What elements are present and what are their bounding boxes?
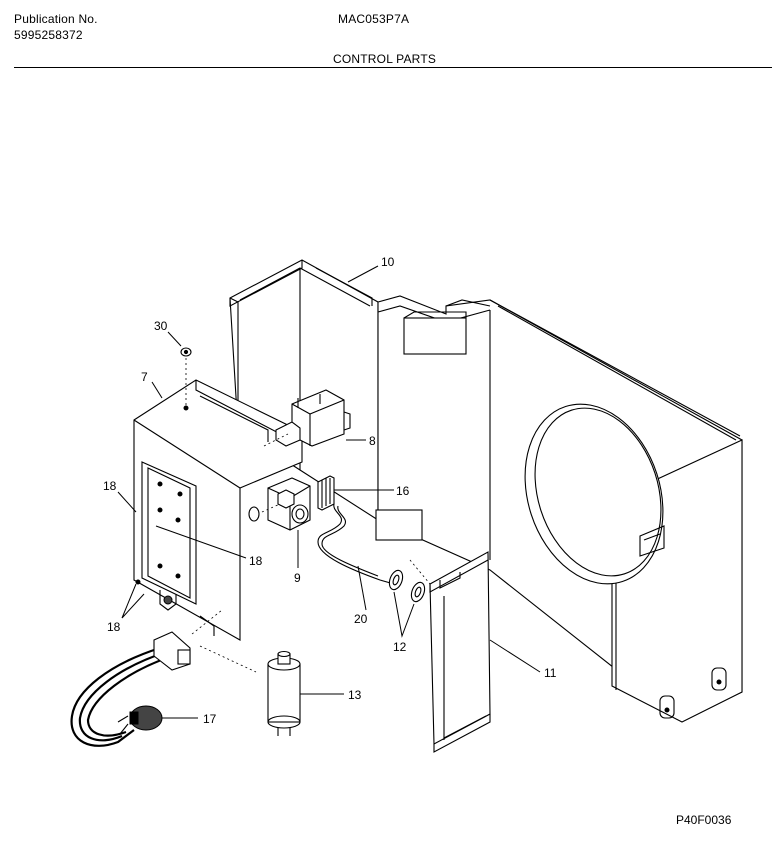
callout-10: 10	[381, 255, 395, 269]
part-11-cover	[429, 551, 491, 753]
figure-code: P40F0036	[676, 813, 732, 827]
publication-label: Publication No.	[14, 12, 98, 26]
callout-18-bottom: 18	[107, 620, 121, 634]
callout-16: 16	[396, 484, 410, 498]
model-number: MAC053P7A	[338, 12, 410, 26]
part-20-thermistor-wire	[317, 503, 395, 585]
part-30-nut	[180, 347, 192, 406]
callout-11: 11	[544, 666, 557, 680]
part-12-clips	[388, 569, 426, 603]
part-10-partition	[229, 259, 743, 723]
publication-number: 5995258372	[14, 28, 83, 42]
part-16-bracket	[317, 475, 335, 511]
callout-9: 9	[294, 571, 301, 585]
callout-18-top: 18	[103, 479, 117, 493]
header-divider	[14, 67, 772, 68]
section-title: CONTROL PARTS	[333, 52, 437, 66]
part-8-switch	[263, 389, 351, 447]
callout-20: 20	[354, 612, 368, 626]
part-9-thermostat	[261, 477, 311, 531]
callout-8: 8	[369, 434, 376, 448]
callout-17: 17	[203, 712, 217, 726]
callout-13: 13	[348, 688, 362, 702]
callout-18-middle: 18	[249, 554, 263, 568]
callout-7: 7	[141, 370, 148, 384]
part-17-power-cord	[70, 609, 223, 747]
part-13-capacitor	[267, 650, 301, 736]
callout-30: 30	[154, 319, 168, 333]
part-7-control-box	[133, 379, 303, 641]
callout-12: 12	[393, 640, 407, 654]
